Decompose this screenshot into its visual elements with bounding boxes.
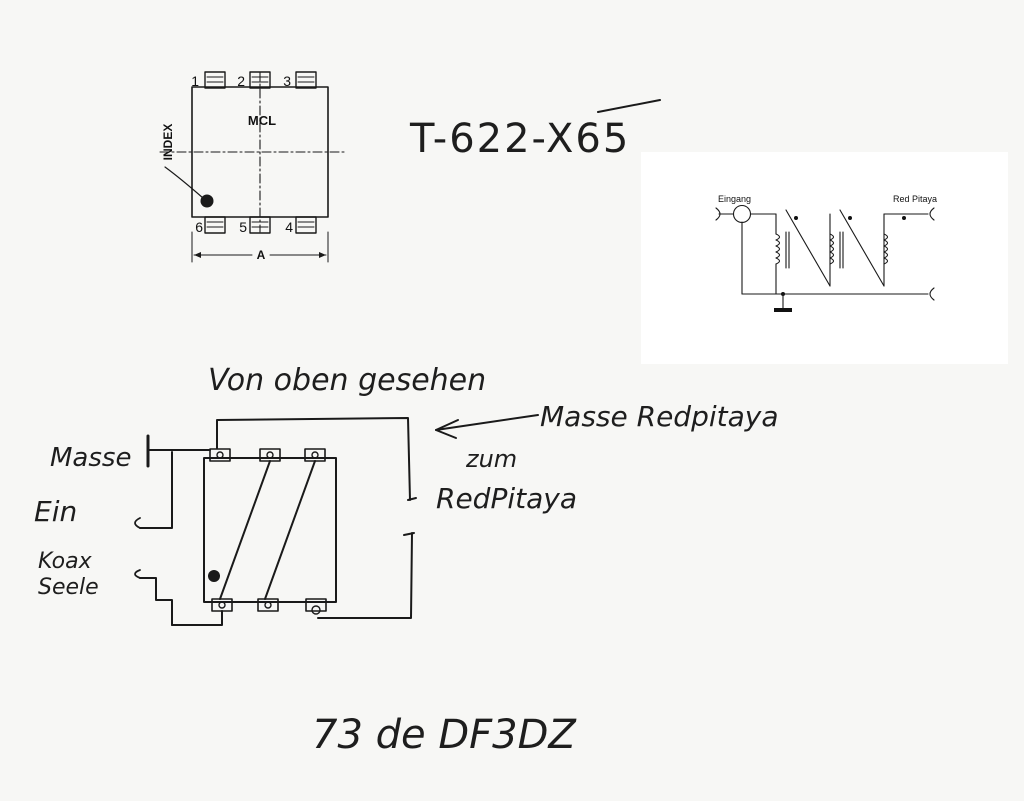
index-label: INDEX: [161, 124, 175, 161]
schematic-input-label: Eingang: [718, 194, 751, 204]
phase-dot-2: [848, 216, 852, 220]
dimension-label: A: [257, 248, 266, 262]
phase-dot-3: [902, 216, 906, 220]
koax-wire: [139, 577, 173, 626]
index-dot: [200, 194, 214, 208]
signature: 73 de DF3DZ: [312, 712, 577, 758]
sketch-link-diagonal-1: [219, 460, 271, 600]
sketch-pad-bottom-3: [305, 598, 327, 612]
koax-label: Koax: [38, 549, 93, 574]
redpitaya-label: RedPitaya: [436, 482, 577, 515]
sketch-pad-bottom-2: [257, 598, 279, 612]
pin-number-3: 3: [283, 73, 291, 89]
masse-label: Masse: [50, 443, 131, 473]
sketch-pad-top-1: [209, 448, 231, 462]
transformer-coil-1: [775, 233, 781, 265]
ein-label: Ein: [34, 495, 77, 528]
output-connector-bottom: [929, 287, 935, 301]
pin-number-6: 6: [195, 219, 203, 235]
index-leader-line: [164, 166, 204, 199]
pin-number-5: 5: [239, 219, 247, 235]
pin-number-2: 2: [237, 73, 245, 89]
output-connector-top: [929, 207, 935, 221]
ein-wire: [139, 451, 173, 529]
sketch-title: Von oben gesehen: [208, 363, 486, 398]
bottom-pads: [204, 216, 317, 234]
redpitaya-wire-bottom: [317, 532, 413, 619]
pad-3: [295, 71, 317, 89]
mcl-label: MCL: [248, 113, 276, 128]
schematic-panel-background: [641, 152, 1008, 364]
pad-4: [295, 216, 317, 234]
seele-label: Seele: [38, 575, 99, 600]
masse-redpitaya-label: Masse Redpitaya: [540, 400, 779, 433]
schematic-panel: Eingang Red Pitaya: [641, 152, 1008, 364]
pad-2: [249, 71, 271, 89]
sketch-index-dot: [208, 570, 220, 582]
ground-symbol: [774, 308, 792, 312]
top-pads: [204, 71, 317, 89]
sketch-link-diagonal-2: [264, 460, 316, 600]
pad-1: [204, 71, 226, 89]
phase-dot-1: [794, 216, 798, 220]
masse-arrow: [435, 414, 539, 431]
zum-label: zum: [465, 445, 517, 473]
transformer-coil-3: [883, 233, 889, 265]
masse-wire-top: [216, 417, 411, 501]
pad-6: [204, 216, 226, 234]
pin-number-1: 1: [191, 73, 199, 89]
schematic-output-label: Red Pitaya: [893, 194, 937, 204]
part-number: T-622-X65: [409, 116, 630, 162]
package-drawing: 1 2 3 6 5 4 MCL INDEX A: [159, 71, 345, 263]
transformer-coil-2: [829, 233, 835, 265]
part-number-flourish: [597, 99, 661, 113]
wiring-sketch: Von oben gesehen: [34, 363, 779, 626]
pad-5: [249, 216, 271, 234]
pin-number-4: 4: [285, 219, 293, 235]
